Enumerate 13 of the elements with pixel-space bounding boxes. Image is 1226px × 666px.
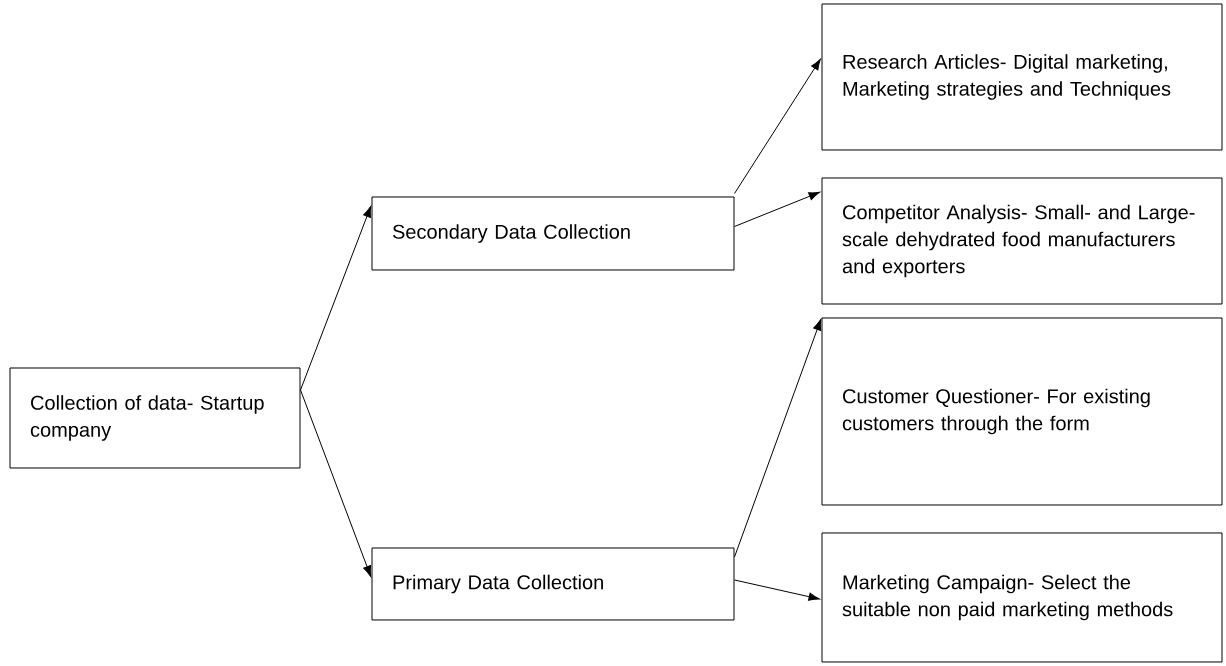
process-box: Customer Questioner- For existing customers through the form xyxy=(821,317,1223,506)
process-box: Research Articles- Digital marketing, Marketing strategies and Techniques xyxy=(821,3,1223,151)
process-box: Competitor Analysis- Small- and Large-scale dehydrated food manufacturers and exporters xyxy=(821,177,1223,305)
process-box: Marketing Campaign- Select the suitable non paid marketing methods xyxy=(821,532,1223,663)
process-box: Primary Data Collection xyxy=(371,547,735,621)
arrow xyxy=(300,389,372,577)
arrow xyxy=(734,58,821,194)
arrow xyxy=(734,319,822,558)
arrow xyxy=(734,191,820,227)
process-box: Secondary Data Collection xyxy=(371,196,735,271)
arrow xyxy=(300,206,372,391)
process-box: Collection of data- Startup company xyxy=(9,367,301,469)
arrow xyxy=(734,579,820,601)
